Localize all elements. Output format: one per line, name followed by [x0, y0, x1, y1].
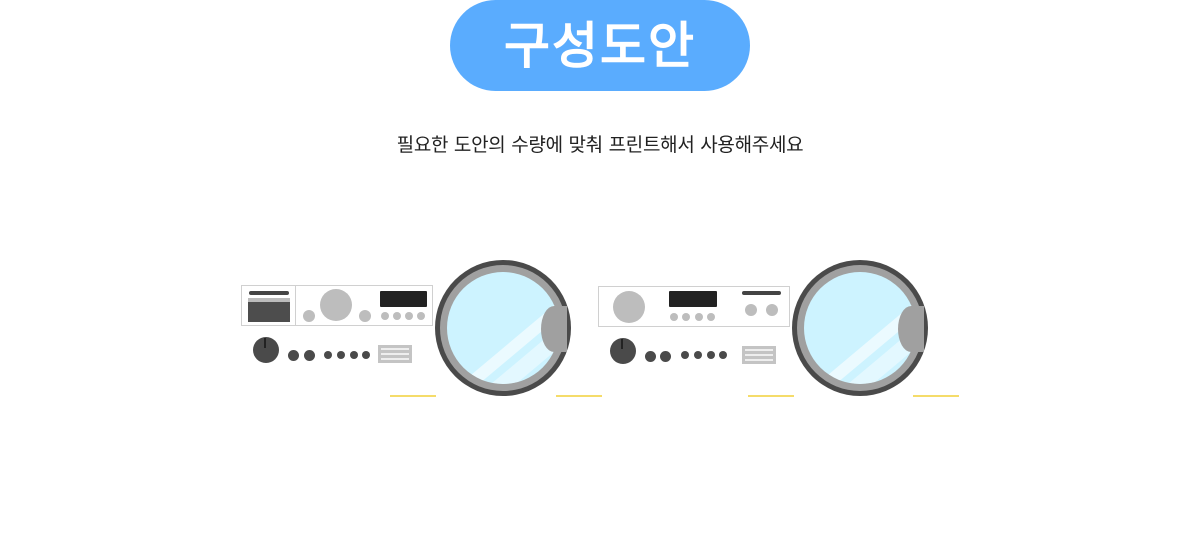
button-dot	[417, 312, 425, 320]
print-mark	[556, 395, 602, 397]
vent-icon	[378, 345, 412, 363]
main-dial-icon	[613, 291, 645, 323]
control-panel	[598, 286, 790, 327]
button-dot	[381, 312, 389, 320]
indicator-dot	[707, 351, 715, 359]
page-title: 구성도안	[504, 16, 696, 75]
button-dot	[682, 313, 690, 321]
button-dot	[670, 313, 678, 321]
play-button-icon	[288, 350, 299, 361]
indicator-dot	[337, 351, 345, 359]
power-button-icon	[304, 350, 315, 361]
porthole-door-icon	[435, 260, 571, 396]
detergent-drawer-panel	[241, 285, 296, 326]
drawer-slot	[742, 291, 781, 295]
door-hinge	[541, 306, 567, 352]
dial-knob-icon	[610, 338, 636, 364]
control-panel	[295, 285, 433, 326]
dial-knob-icon	[253, 337, 279, 363]
main-dial-icon	[320, 289, 352, 321]
display-screen	[669, 291, 717, 307]
vent-icon	[742, 346, 776, 364]
title-pill: 구성도안	[450, 0, 750, 91]
small-dial-icon	[745, 304, 757, 316]
indicator-dot	[362, 351, 370, 359]
button-dot	[695, 313, 703, 321]
indicator-dot	[719, 351, 727, 359]
small-dial-icon	[303, 310, 315, 322]
subtitle: 필요한 도안의 수량에 맞춰 프린트해서 사용해주세요	[396, 134, 804, 156]
print-mark	[913, 395, 959, 397]
print-mark	[390, 395, 436, 397]
door-hinge	[898, 306, 924, 352]
indicator-dot	[681, 351, 689, 359]
button-dot	[405, 312, 413, 320]
button-dot	[393, 312, 401, 320]
power-button-icon	[660, 351, 671, 362]
indicator-dot	[694, 351, 702, 359]
display-screen	[380, 291, 427, 307]
porthole-door-icon	[792, 260, 928, 396]
small-dial-icon	[359, 310, 371, 322]
small-dial-icon	[766, 304, 778, 316]
drawer-slot	[249, 291, 289, 295]
play-button-icon	[645, 351, 656, 362]
print-mark	[748, 395, 794, 397]
button-dot	[707, 313, 715, 321]
indicator-dot	[324, 351, 332, 359]
drawer-face	[248, 298, 290, 322]
indicator-dot	[350, 351, 358, 359]
